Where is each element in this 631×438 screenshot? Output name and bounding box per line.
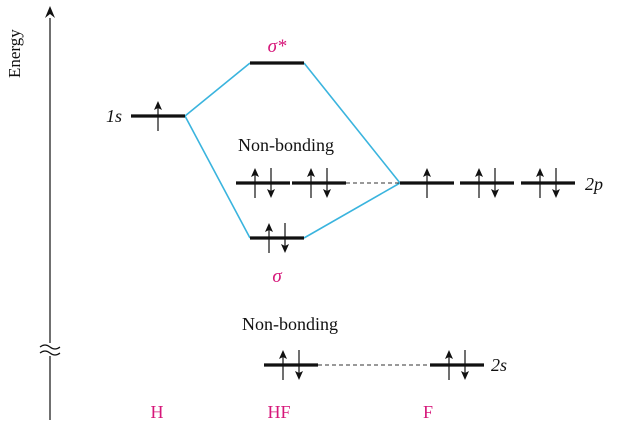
nonbonding-upper-label: Non-bonding — [238, 135, 334, 155]
spin-up-icon — [475, 168, 483, 198]
sigma-star-label: σ* — [268, 36, 287, 57]
correlation-lines — [184, 62, 430, 366]
connector-h-sigma-star — [184, 62, 251, 117]
column-label-f: F — [423, 402, 433, 422]
axis-break-icon — [39, 344, 61, 356]
spin-up-icon — [154, 101, 162, 131]
spin-down-icon — [267, 168, 275, 198]
spin-down-icon — [295, 350, 303, 380]
connector-h-sigma — [184, 115, 251, 239]
spin-up-icon — [279, 350, 287, 380]
column-label-hf: HF — [267, 402, 290, 422]
spin-down-icon — [323, 168, 331, 198]
spin-up-icon — [445, 350, 453, 380]
spin-down-icon — [281, 223, 289, 253]
f-2s-label: 2s — [491, 355, 507, 375]
spin-up-icon — [536, 168, 544, 198]
spin-up-icon — [251, 168, 259, 198]
spin-up-icon — [265, 223, 273, 253]
f-2p-label: 2p — [585, 174, 603, 194]
spin-down-icon — [552, 168, 560, 198]
axis-arrow-icon — [45, 6, 55, 18]
h-1s-label: 1s — [106, 106, 122, 126]
column-label-h: H — [151, 402, 164, 422]
electron-spins — [154, 101, 560, 380]
nonbonding-lower-label: Non-bonding — [242, 314, 338, 334]
labels: σ* σ Non-bonding Non-bonding 1s 2p 2s — [106, 36, 603, 375]
spin-up-icon — [423, 168, 431, 198]
spin-down-icon — [461, 350, 469, 380]
connector-f-sigma — [303, 182, 401, 239]
connector-f-sigma-star — [303, 62, 401, 184]
energy-axis: Energy — [5, 6, 61, 420]
spin-up-icon — [307, 168, 315, 198]
column-labels: H HF F — [151, 402, 434, 422]
sigma-label: σ — [272, 266, 282, 287]
axis-label: Energy — [5, 29, 24, 78]
spin-down-icon — [491, 168, 499, 198]
levels — [131, 61, 575, 367]
